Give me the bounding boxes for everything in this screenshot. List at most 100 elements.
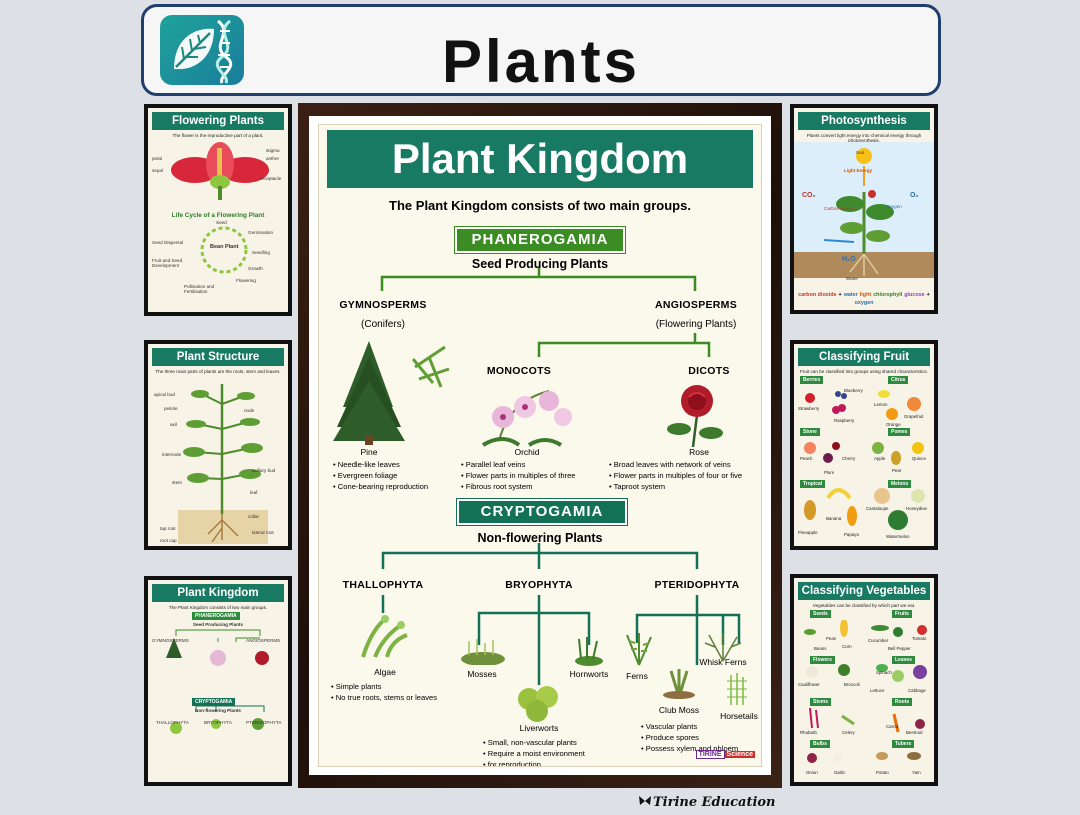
- label-strawberry: Strawberry: [798, 406, 820, 411]
- mini-cryptogamia: CRYPTOGAMIA: [192, 698, 236, 706]
- fact-needle-leaves: Needle-like leaves: [333, 459, 428, 470]
- poster-subtitle: The flower is the reproductive part of a…: [172, 133, 264, 138]
- group-stone: Stone: [800, 428, 820, 436]
- label-honeydew: Honeydew: [906, 506, 927, 511]
- label-quince: Quince: [912, 456, 926, 461]
- ferns-caption: Ferns: [626, 671, 648, 681]
- label-petiole: petiole: [164, 406, 178, 411]
- butterfly-icon: [639, 796, 651, 805]
- thallophyta-facts: Simple plants No true roots, stems or le…: [331, 681, 437, 703]
- poster-title: Classifying Vegetables: [798, 582, 930, 600]
- whisk-fern-icon: [704, 633, 742, 662]
- monocot-facts: Parallel leaf veins Flower parts in mult…: [461, 459, 576, 492]
- rose-icon: [667, 385, 723, 448]
- fact-spores: Produce spores: [641, 732, 738, 743]
- label-peach: Peach: [800, 456, 813, 461]
- label-pineapple: Pineapple: [798, 530, 818, 535]
- label-water: Water: [846, 276, 859, 281]
- label-root-cap: root cap: [160, 538, 177, 543]
- whisk-ferns-caption: Whisk Ferns: [699, 657, 747, 667]
- label-bell-pepper: Bell Pepper: [888, 646, 911, 651]
- label-lateral-root: lateral root: [252, 530, 274, 535]
- poster-title: Photosynthesis: [798, 112, 930, 130]
- label-pear: Pear: [892, 468, 902, 473]
- poster-title: Classifying Fruit: [798, 348, 930, 366]
- classification-tree-lines: [380, 267, 741, 685]
- angiosperms-label: ANGIOSPERMS: [654, 299, 738, 311]
- fern-icon: [626, 633, 652, 666]
- poster-subtitle: Plants convert light energy into chemica…: [806, 133, 922, 143]
- label-cantaloupe: Cantaloupe: [866, 506, 889, 511]
- pine-tree-icon: [333, 341, 450, 445]
- mini-non-flowering: Non-flowering Plants: [195, 708, 241, 713]
- label-lettuce: Lettuce: [870, 688, 885, 693]
- poster-mat: Plant Kingdom The Plant Kingdom consists…: [309, 116, 771, 775]
- main-poster-frame: Plant Kingdom The Plant Kingdom consists…: [298, 103, 782, 788]
- label-petal: petal: [152, 156, 162, 161]
- fact-parallel-veins: Parallel leaf veins: [461, 459, 576, 470]
- label-apical-bud: apical bud: [154, 392, 175, 397]
- label-germination: Germination: [248, 230, 274, 235]
- label-fruit-seed: Fruit and Seed Development: [152, 258, 183, 268]
- thallophyta-label: THALLOPHYTA: [342, 579, 424, 591]
- eq-plus: +: [838, 292, 842, 298]
- fact-non-vascular: Small, non-vascular plants: [483, 737, 585, 748]
- liverworts-caption: Liverworts: [519, 723, 559, 733]
- pine-caption: Pine: [360, 447, 378, 457]
- liverwort-icon: [518, 686, 558, 722]
- label-garlic: Garlic: [834, 770, 846, 775]
- group-tropical: Tropical: [800, 480, 826, 488]
- poster-title: Plant Structure: [152, 348, 284, 366]
- plant-structure-poster: Plant Structure The three main parts of …: [144, 340, 292, 550]
- poster-subtitle: Fruit can be classified into groups usin…: [800, 369, 928, 374]
- poster-subtitle: The three main parts of plants are the r…: [155, 369, 281, 374]
- photosynthesis-poster: Photosynthesis Plants convert light ener…: [790, 104, 938, 314]
- label-cucumber: Cucumber: [868, 638, 889, 643]
- label-grapefruit: Grapefruit: [904, 414, 924, 419]
- phanerogamia-label: PHANEROGAMIA: [454, 226, 626, 254]
- vegetable-illustrations-icon: [804, 620, 927, 763]
- label-orange: Orange: [886, 422, 901, 427]
- label-tap-root: tap root: [160, 526, 176, 531]
- label-carbon-dioxide: Carbon dioxide: [824, 206, 855, 211]
- orchid-icon: [481, 390, 572, 447]
- label-seedling: Seedling: [252, 250, 270, 255]
- club-moss-icon: [663, 669, 695, 699]
- fact-multiples-four-five: Flower parts in multiples of four or fiv…: [609, 470, 742, 481]
- eq-plus-2: +: [926, 292, 930, 298]
- algae-icon: [361, 615, 408, 658]
- label-pollination: Pollination and Fertilisation: [184, 284, 215, 294]
- moss-icon: [461, 639, 505, 665]
- label-h2o: H₂O: [842, 256, 856, 263]
- group-tubers: Tubers: [892, 740, 915, 748]
- group-melons: Melons: [888, 480, 912, 488]
- bryophyta-label: BRYOPHYTA: [505, 579, 573, 591]
- cryptogamia-subtitle: Non-flowering Plants: [477, 531, 603, 545]
- life-cycle-heading: Life Cycle of a Flowering Plant: [171, 212, 265, 219]
- label-seed-dispersal: Seed Dispersal: [152, 240, 184, 245]
- plant-structure-diagram-icon: [178, 384, 268, 544]
- poster-title: Plant Kingdom: [152, 584, 284, 602]
- fruit-illustrations-icon: [804, 390, 925, 530]
- eq-water: water: [843, 292, 858, 298]
- fact-cone-bearing: Cone-bearing reproduction: [333, 481, 428, 492]
- eq-light: light: [859, 292, 872, 298]
- orchid-caption: Orchid: [514, 447, 540, 457]
- label-receptacle: receptacle: [260, 176, 282, 181]
- label-apple: Apple: [874, 456, 886, 461]
- label-beans: Beans: [814, 646, 827, 651]
- label-flowering: Flowering: [236, 278, 256, 283]
- eq-glucose: glucose: [904, 292, 925, 298]
- dicot-facts: Broad leaves with network of veins Flowe…: [609, 459, 742, 492]
- horsetails-caption: Horsetails: [720, 711, 758, 721]
- label-celery: Celery: [842, 730, 855, 735]
- rose-caption: Rose: [689, 447, 709, 457]
- pteridophyta-facts: Vascular plants Produce spores Possess x…: [641, 721, 738, 754]
- label-leaf: leaf: [250, 490, 258, 495]
- poster-title: Flowering Plants: [152, 112, 284, 130]
- eq-carbon-dioxide: carbon dioxide: [798, 292, 837, 298]
- label-cherry: Cherry: [842, 456, 856, 461]
- label-sepal: sepal: [152, 168, 163, 173]
- label-cauliflower: Cauliflower: [798, 682, 820, 687]
